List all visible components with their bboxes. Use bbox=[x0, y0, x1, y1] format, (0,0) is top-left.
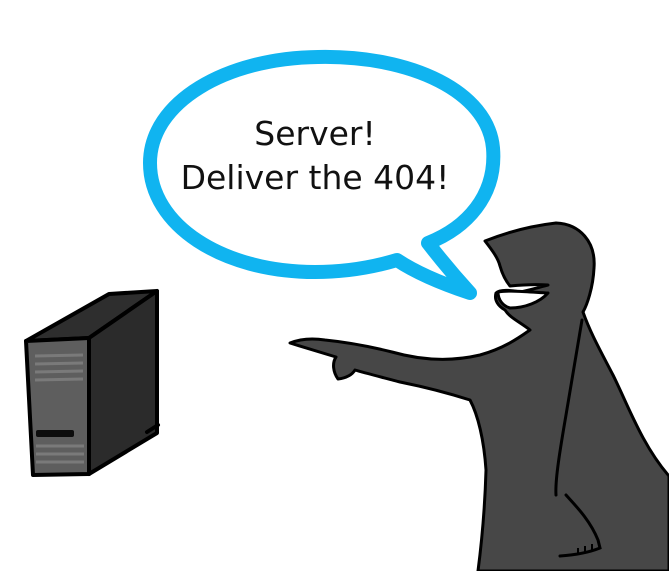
person-mouth bbox=[496, 289, 550, 310]
speech-line-2: Deliver the 404! bbox=[180, 158, 450, 197]
speech-line-1: Server! bbox=[254, 114, 376, 153]
speech-text: Server! Deliver the 404! bbox=[160, 112, 470, 200]
person-hip-hand bbox=[558, 493, 602, 558]
server-tower-icon bbox=[24, 289, 160, 477]
server-drive-slot bbox=[36, 430, 74, 437]
person-arm-outline bbox=[554, 318, 584, 497]
server-vents bbox=[34, 353, 84, 464]
person-fingers bbox=[577, 544, 593, 555]
speech-bubble bbox=[143, 49, 501, 300]
